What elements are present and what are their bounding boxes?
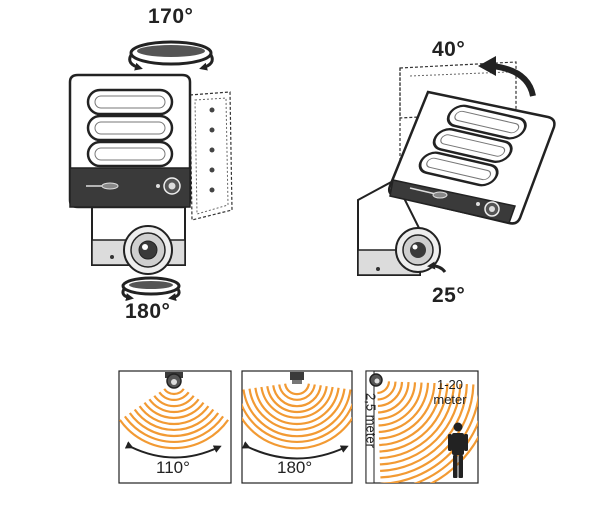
- wall-camera-icon: [369, 373, 383, 387]
- angle-arc-110-icon: [124, 441, 222, 459]
- wave-arc: [242, 389, 352, 438]
- wave-arc: [378, 382, 436, 440]
- wave-arc: [380, 393, 478, 483]
- rotation-label-170: 170°: [148, 5, 194, 28]
- wave-arc: [138, 405, 210, 426]
- wave-arc: [378, 382, 417, 421]
- person-icon: [448, 422, 468, 478]
- wave-arc: [284, 383, 310, 396]
- rotation-170-arrow-icon: [128, 40, 214, 71]
- wave-arc: [378, 382, 410, 414]
- rotation-label-180: 180°: [125, 300, 171, 323]
- panel-angle-label-110: 110°: [156, 458, 190, 477]
- wave-arc: [378, 382, 423, 427]
- rotation-180-arrow-icon: [121, 276, 181, 302]
- lamp-panel-tilted: [387, 90, 556, 225]
- wave-arc: [143, 401, 205, 420]
- tilt-label-25: 25°: [432, 284, 466, 307]
- wave-arc: [158, 391, 190, 402]
- mounting-plate: [189, 91, 233, 221]
- wave-arc: [254, 387, 340, 426]
- wave-arc: [379, 383, 456, 460]
- panel-180: [241, 370, 353, 484]
- wave-arc: [379, 383, 462, 466]
- ceiling-camera-icon: [165, 372, 183, 389]
- wave-arc: [153, 395, 195, 408]
- front-view-device: [68, 40, 233, 302]
- camera-dome-tilted-icon: [395, 227, 441, 273]
- panel-height-label: 2,5 meter: [363, 393, 379, 448]
- wave-arc: [380, 384, 468, 472]
- camera-dome-icon: [123, 225, 173, 275]
- wave-arc: [377, 381, 391, 395]
- panel-angle-label-180: 180°: [277, 458, 313, 477]
- wave-arc: [278, 384, 316, 401]
- wave-arc: [380, 384, 475, 479]
- wave-arc: [163, 388, 185, 396]
- detection-waves-110: [119, 388, 230, 450]
- tilt-40-arrowhead-icon: [478, 56, 496, 76]
- lamp-panel: [68, 73, 192, 209]
- wave-arc: [379, 383, 449, 453]
- ceiling-sensor-icon: [290, 372, 304, 384]
- wave-arc: [128, 412, 220, 437]
- angle-arc-180-icon: [241, 441, 349, 460]
- tilt-label-40: 40°: [432, 38, 466, 61]
- wave-arc: [260, 386, 334, 419]
- wave-arc: [377, 381, 397, 401]
- wave-arc: [379, 383, 443, 447]
- panel-110: [118, 370, 232, 484]
- wave-arc: [272, 385, 322, 408]
- wave-arc: [266, 386, 328, 413]
- wave-arc: [248, 388, 346, 431]
- tilted-view-device: [357, 56, 556, 276]
- panel-range: [365, 370, 479, 484]
- wave-arc: [377, 381, 404, 408]
- panel-range-label: 1-20 meter: [433, 377, 467, 407]
- tilt-40-arrow-icon: [491, 63, 536, 97]
- wave-arc: [148, 398, 200, 414]
- tilt-25-arrow-icon: [427, 261, 447, 273]
- wave-arc: [378, 382, 430, 434]
- wave-arc: [133, 408, 215, 432]
